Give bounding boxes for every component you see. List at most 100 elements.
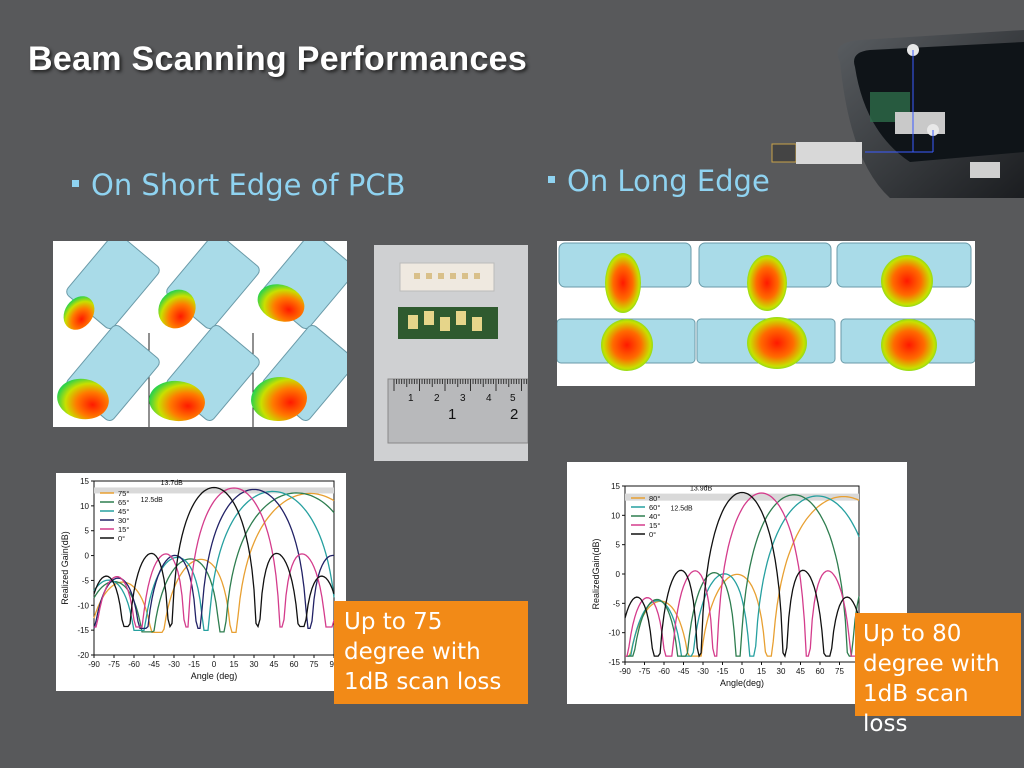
gain-band [94,487,334,494]
y-tick-label: -10 [608,629,620,638]
x-tick-label: 30 [250,660,259,669]
x-tick-label: -45 [148,660,160,669]
legend-entry: 75° [118,489,129,498]
x-tick-label: 0 [740,667,745,676]
x-tick-label: 15 [230,660,239,669]
x-tick-label: 30 [777,667,786,676]
chart-long-edge-panel: -90 -75 -60 -45 -30 -15 0 15 30 45 60 75 -15 -10 -5 0 5 1… [567,462,907,704]
series-line [93,492,335,634]
x-tick-label: -45 [678,667,690,676]
x-tick-label: -30 [697,667,709,676]
y-tick-label: 15 [611,482,620,491]
x-tick-label: -15 [717,667,729,676]
legend-entry: 30° [118,516,129,525]
x-tick-label: 75 [835,667,844,676]
y-tick-label: -10 [77,601,89,610]
y-tick-label: 10 [611,511,620,520]
x-tick-label: -60 [128,660,140,669]
x-tick-label: 60 [290,660,299,669]
series-line [93,490,335,632]
ruler-number: 5 [510,393,516,404]
series-line [93,488,335,630]
annotation-label: 13.9dB [690,486,713,493]
ruler-number: 4 [486,393,492,404]
gain-band [625,493,859,501]
x-tick-label: -75 [639,667,651,676]
series-line [94,487,335,628]
callout-short-line: degree with [344,639,481,665]
y-axis-label: RealizedGain(dB) [591,538,601,609]
module-ruler-photo: 1 2 3 4 5 1 2 [374,245,529,461]
bullet-square-icon [548,175,555,183]
legend-entry: 40° [649,512,660,521]
bullet-long-edge: On Long Edge [548,164,770,198]
y-tick-label: 5 [85,527,90,536]
x-tick-label: -60 [658,667,670,676]
y-tick-label: -5 [82,576,90,585]
x-tick-label: -90 [619,667,631,676]
callout-short-edge: Up to 75 degree with 1dB scan loss [334,601,528,704]
slide-title: Beam Scanning Performances [28,40,528,78]
y-tick-label: 15 [80,477,89,486]
legend-entry: 45° [118,507,129,516]
long-edge-patterns-panel [557,241,975,386]
callout-short-line: 1dB scan loss [344,669,502,695]
long-edge-patterns-image [557,242,975,371]
series-line [625,494,860,657]
legend-entry: 15° [118,525,129,534]
y-tick-label: 0 [85,552,90,561]
annotation-label: 12.5dB [141,497,164,504]
y-tick-label: 10 [80,502,89,511]
series-line [93,486,335,629]
x-tick-label: 45 [270,660,279,669]
x-tick-label: 75 [310,660,319,669]
y-axis-label: Realized Gain(dB) [60,531,70,605]
phone-photo [771,30,1024,198]
short-edge-patterns-panel [53,241,347,427]
annotation-label: 12.5dB [671,506,694,513]
legend-entry: 15° [649,521,660,530]
legend-entry: 80° [649,494,660,503]
ruler-number-large: 1 [448,406,456,423]
x-tick-label: 45 [796,667,805,676]
callout-long-line: 1dB scan loss [863,681,969,737]
y-tick-label: -15 [77,626,89,635]
callout-long-edge: Up to 80 degree with 1dB scan loss [855,613,1021,737]
bullet-short-edge-text: On Short Edge of PCB [91,168,406,202]
legend-entry: 65° [118,498,129,507]
ruler-number-large: 2 [510,406,518,423]
plot-frame [93,480,335,656]
module-ruler-image: 1 2 3 4 5 1 2 [387,262,529,444]
callout-short-line: Up to 75 [344,609,443,635]
x-tick-label: -30 [168,660,180,669]
x-tick-label: 0 [212,660,217,669]
short-edge-patterns-image [57,241,347,427]
legend-entry: 0° [118,534,125,543]
callout-long-line: degree with [863,651,1000,677]
ruler-number: 2 [434,393,440,404]
y-tick-label: 0 [616,570,621,579]
chart-short-edge: -90-75-60-45-30-150153045607590-20-15-10… [60,477,339,681]
callout-long-line: Up to 80 [863,621,962,647]
y-tick-label: -20 [77,651,89,660]
x-axis-label: Angle (deg) [191,671,238,681]
y-tick-label: 5 [616,541,621,550]
y-tick-label: -5 [613,599,621,608]
bullet-long-edge-text: On Long Edge [567,164,770,198]
bullet-short-edge: On Short Edge of PCB [72,168,405,202]
x-tick-label: 60 [816,667,825,676]
bullet-square-icon [72,179,79,187]
legend-entry: 0° [649,530,656,539]
chart-long-edge: -90 -75 -60 -45 -30 -15 0 15 30 45 60 75 -15 -10 -5 0 5 1… [591,482,860,688]
series-line [625,495,860,657]
x-tick-label: -75 [108,660,120,669]
y-tick-label: -15 [608,658,620,667]
x-tick-label: -15 [188,660,200,669]
x-axis-label: Angle(deg) [720,678,764,688]
x-tick-label: 15 [757,667,766,676]
ruler-number: 3 [460,393,466,404]
ruler-number: 1 [408,393,414,404]
annotation-label: 13.7dB [161,480,184,487]
chart-short-edge-panel: -90-75-60-45-30-150153045607590-20-15-10… [56,473,346,691]
series-line [625,492,860,657]
